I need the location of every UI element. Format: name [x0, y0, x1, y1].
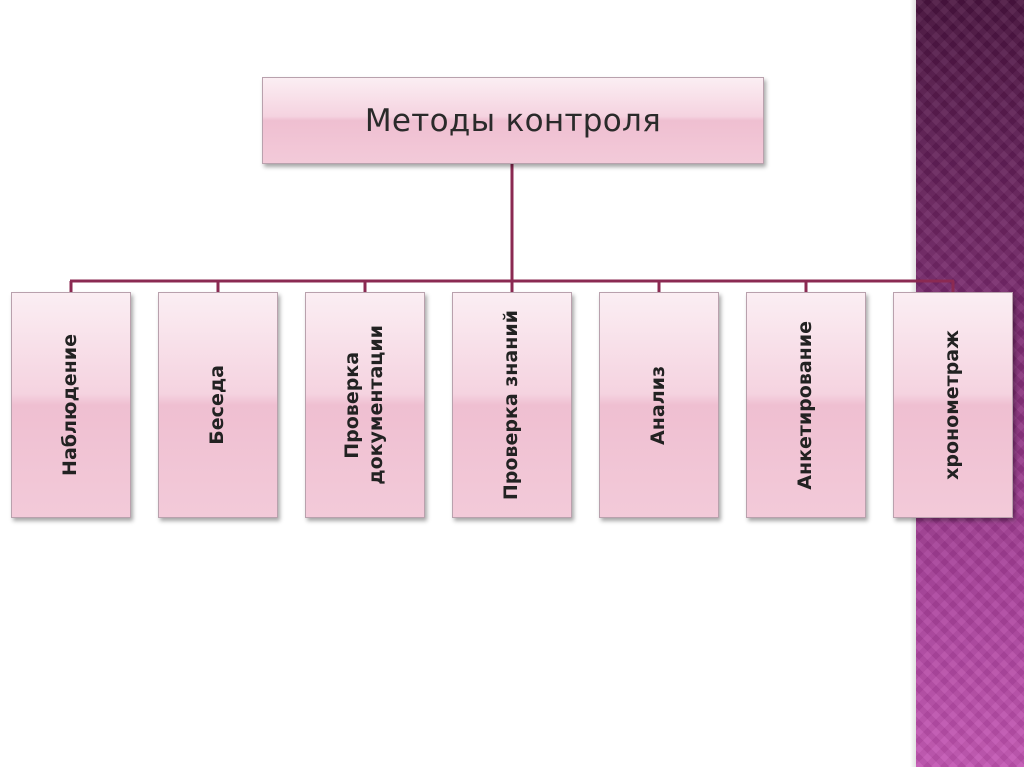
child-label: Анкетирование — [794, 320, 817, 490]
child-node-documentation-check: Проверка документации — [305, 292, 425, 518]
root-node: Методы контроля — [262, 77, 764, 164]
child-label: Проверка знаний — [500, 309, 523, 501]
child-node-conversation: Беседа — [158, 292, 278, 518]
child-node-knowledge-check: Проверка знаний — [452, 292, 572, 518]
child-label: Проверка документации — [341, 325, 387, 485]
child-label: Анализ — [647, 365, 670, 445]
child-node-timekeeping: хронометраж — [893, 292, 1013, 518]
child-label: хронометраж — [941, 330, 964, 480]
decorative-sidebar — [916, 0, 1024, 767]
child-label: Наблюдение — [59, 334, 82, 476]
child-node-analysis: Анализ — [599, 292, 719, 518]
child-node-observation: Наблюдение — [11, 292, 131, 518]
root-label: Методы контроля — [364, 102, 662, 139]
child-label: Беседа — [206, 365, 229, 445]
child-node-survey: Анкетирование — [746, 292, 866, 518]
